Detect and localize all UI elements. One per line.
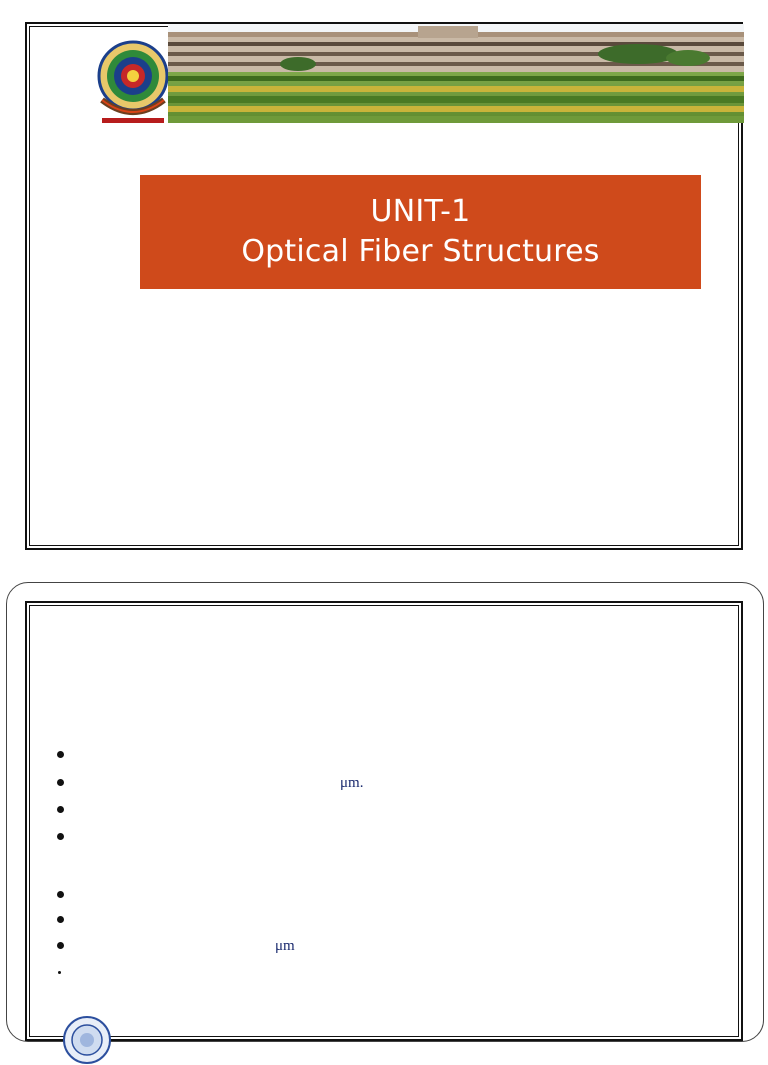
bullet-item: [57, 828, 697, 848]
bullet-item: [57, 801, 697, 821]
bullet-item: μm: [57, 937, 697, 957]
content-slide: μm. μm: [25, 601, 743, 1064]
bullet-dot: [58, 971, 61, 974]
bullet-dot: [57, 833, 64, 840]
bullet-item: [57, 963, 697, 983]
college-emblem-icon: [94, 38, 172, 126]
bullet-item: [57, 886, 697, 906]
bullet-item: μm.: [57, 774, 697, 794]
unit-number: UNIT-1: [370, 194, 471, 229]
bullet-text: μm.: [340, 775, 364, 791]
bullet-dot: [57, 891, 64, 898]
bullet-dot: [57, 916, 64, 923]
bullet-item: [57, 911, 697, 931]
unit-title: Optical Fiber Structures: [241, 234, 600, 269]
bullet-dot: [57, 806, 64, 813]
unit-title-box: UNIT-1 Optical Fiber Structures: [140, 175, 701, 289]
bullet-text: μm: [275, 938, 295, 954]
bullet-item: [57, 746, 697, 766]
title-slide: UNIT-1 Optical Fiber Structures: [25, 22, 744, 550]
bullet-dot: [57, 751, 64, 758]
college-emblem-icon: [63, 1016, 111, 1064]
bullet-dot: [57, 942, 64, 949]
campus-photo-banner: [168, 24, 744, 123]
bullet-dot: [57, 779, 64, 786]
